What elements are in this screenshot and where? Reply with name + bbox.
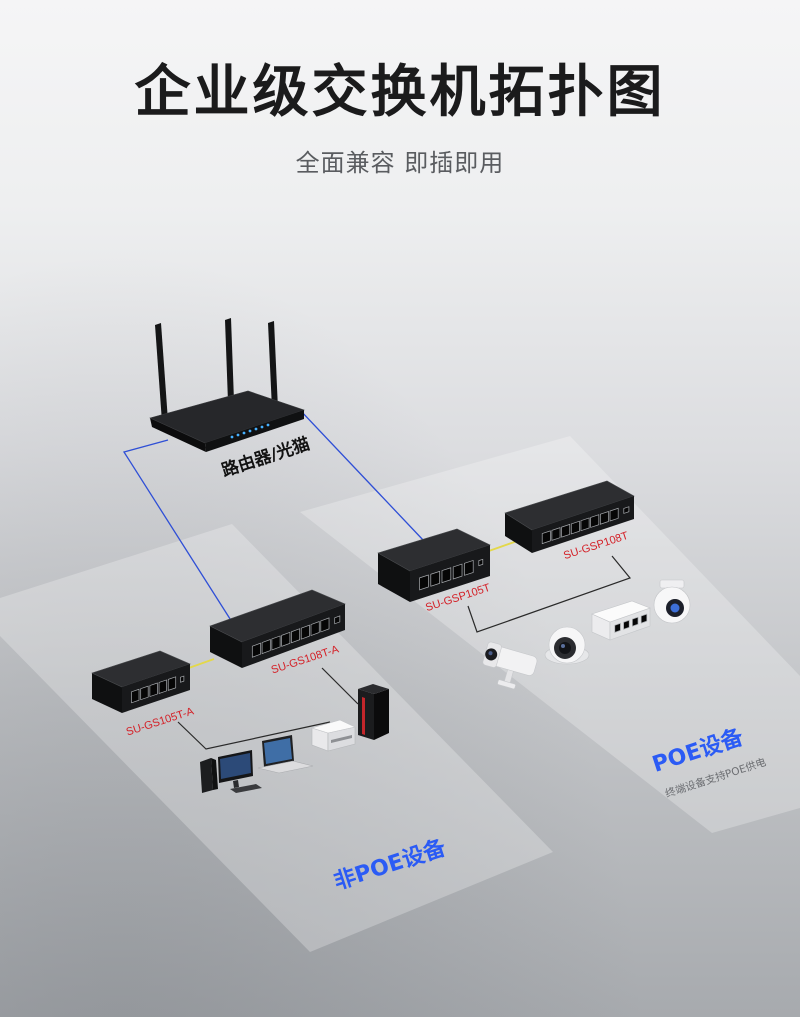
switch-side <box>378 553 410 602</box>
page-subtitle: 全面兼容 即插即用 <box>295 149 505 177</box>
switch-su-gsp105t <box>377 528 491 602</box>
tower-pc-icon <box>358 684 389 740</box>
router-antenna <box>155 323 168 422</box>
poe-access-point-icon <box>591 600 651 641</box>
switch-su-gsp108t <box>504 480 635 553</box>
cascade-link-poe <box>485 539 521 553</box>
desktop-computer-icon <box>200 750 262 793</box>
dome-camera-icon <box>544 626 590 665</box>
poe-zone-panel <box>300 436 800 833</box>
switch-ports <box>542 505 629 544</box>
device-links-poe <box>467 555 632 633</box>
router-side <box>150 418 206 452</box>
bullet-camera-icon <box>482 641 538 690</box>
router-antenna <box>268 321 278 409</box>
printer-icon <box>310 719 356 752</box>
page-title: 企业级交换机拓扑图 <box>134 60 666 125</box>
switch-side <box>505 513 532 553</box>
uplink-router-to-non-poe-switch <box>122 439 233 623</box>
device-links-non-poe <box>177 721 331 750</box>
switch-side <box>92 673 122 713</box>
ptz-camera-icon <box>653 579 691 624</box>
switch-su-gs105t-a <box>91 650 191 713</box>
router-front <box>205 410 304 452</box>
router-icon <box>149 318 305 452</box>
router-status-leds <box>230 423 270 439</box>
switch-ports <box>132 674 184 703</box>
laptop-icon <box>257 735 314 774</box>
router-antenna <box>225 318 234 402</box>
cascade-link-non-poe <box>185 658 215 670</box>
non-poe-zone-panel <box>0 524 553 952</box>
device-link-tower-pc <box>321 667 359 705</box>
switch-side <box>210 626 242 668</box>
switch-ports <box>252 614 340 657</box>
device-ports <box>615 614 647 632</box>
switch-su-gs108t-a <box>209 589 346 668</box>
switch-ports <box>420 557 483 590</box>
